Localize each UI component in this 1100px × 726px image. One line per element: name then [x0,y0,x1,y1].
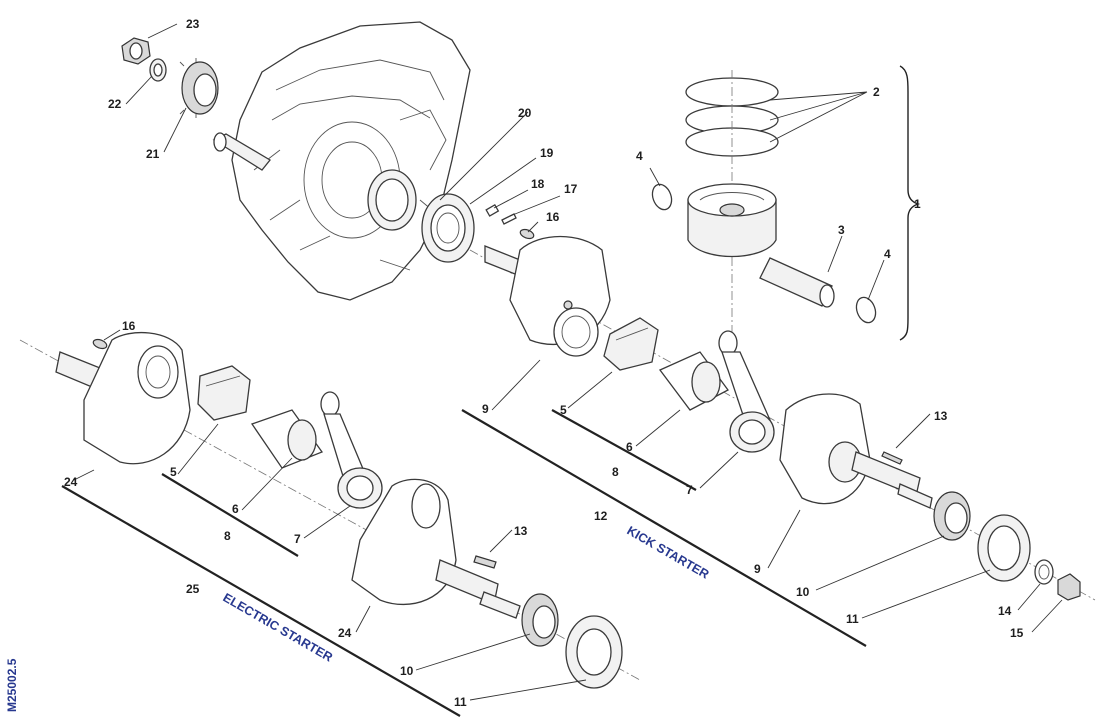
callout-5-lower: 5 [170,465,177,479]
oil-seal-20 [367,169,417,231]
group-label-kick-starter: KICK STARTER [625,523,712,581]
callout-24-left: 24 [64,475,78,489]
callout-8-upper: 8 [612,465,619,479]
group-brackets [61,65,921,717]
drawing-reference-code: M25002.5 [5,658,19,712]
callout-1: 1 [914,197,921,211]
crankshaft-half-9-upper [469,235,1096,601]
callout-10-lower: 10 [400,664,414,678]
crankshaft-half-9-lower [779,393,933,509]
callout-7-upper: 7 [686,483,693,497]
gear-10-lower [521,593,559,647]
callout-18: 18 [531,177,545,191]
callout-9-upper: 9 [482,402,489,416]
callout-9-lower: 9 [754,562,761,576]
callout-6-upper: 6 [626,440,633,454]
callout-14: 14 [998,604,1012,618]
callout-8-lower: 8 [224,529,231,543]
bearing-11-lower [565,615,623,689]
callout-2: 2 [873,85,880,99]
callout-10-upper: 10 [796,585,810,599]
crankcase [212,21,471,301]
callout-11-upper: 11 [846,612,859,626]
main-bearing-19 [421,193,475,263]
leader-lines [73,23,1063,701]
needle-bearing-cage-5-lower [197,365,251,421]
callout-19: 19 [540,146,554,160]
callout-13-upper: 13 [934,409,948,423]
washer-14 [1034,559,1054,585]
bearing-11-upper [977,514,1031,582]
nut-23 [121,37,151,65]
needle-bearing-cage-5-upper [603,317,659,371]
callout-13-lower: 13 [514,524,528,538]
callout-24-right: 24 [338,626,352,640]
callout-3: 3 [838,223,845,237]
connecting-rod-7-upper [718,330,775,453]
callout-4-right: 4 [884,247,891,261]
circlip-4-left [651,183,673,211]
callout-7-lower: 7 [294,532,301,546]
crank-pin-6-upper [658,351,729,411]
nut-15 [1057,573,1081,601]
callout-12: 12 [594,509,608,523]
callout-20: 20 [518,106,532,120]
piston-pin-3 [759,257,835,308]
washer-22 [149,58,167,82]
callout-22: 22 [108,97,122,111]
crankshaft-half-24-right [351,478,521,619]
crankshaft-half-24-left [19,331,641,681]
connecting-rod-7-lower [320,391,383,509]
callout-16-upper: 16 [546,210,560,224]
callout-23: 23 [186,17,200,31]
key-13-lower [473,555,497,569]
callout-6-lower: 6 [232,502,239,516]
key-13-upper [881,451,903,465]
callout-17: 17 [564,182,578,196]
gear-10-upper [933,491,971,541]
callout-25: 25 [186,582,200,596]
piston-rings-2 [685,70,779,340]
circlip-4-right [855,296,877,324]
piston [687,183,777,258]
callout-15: 15 [1010,626,1024,640]
callout-11-lower: 11 [454,695,467,709]
group-label-electric-starter: ELECTRIC STARTER [221,590,335,664]
callout-16-lower: 16 [122,319,136,333]
callout-4-left: 4 [636,149,643,163]
timing-gear-21 [179,58,219,118]
callout-5-upper: 5 [560,403,567,417]
crank-pin-6-lower [250,409,324,469]
callout-21: 21 [146,147,160,161]
